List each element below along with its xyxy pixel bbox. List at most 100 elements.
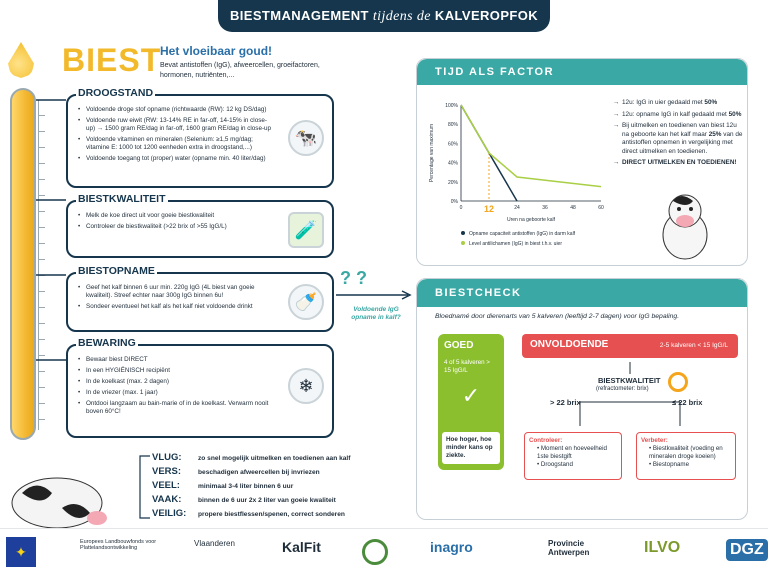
- refractometer-icon: 🧪: [288, 212, 324, 248]
- list-item: • Moment en hoeveelheid 1ste biestgift: [537, 445, 607, 460]
- page-title: BIESTMANAGEMENT tijdens de KALVEROPFOK: [218, 0, 550, 32]
- cow-feeding-icon: 🐄: [288, 120, 324, 156]
- connector-lines: [36, 99, 66, 361]
- x-tick-label: 0: [460, 205, 463, 211]
- list-item: Ontdooi langzaam au bain-marie of in de …: [78, 400, 272, 416]
- logo-inagro: inagro: [430, 539, 473, 555]
- biest-heading: BIEST: [62, 42, 162, 78]
- arrow-to-check-icon: [336, 290, 412, 300]
- x-axis-label: Uren na geboorte kalf: [507, 217, 556, 223]
- list-item: Bewaar biest DIRECT: [78, 356, 272, 364]
- controleer-box: Controleer: • Moment en hoeveelheid 1ste…: [524, 432, 622, 480]
- onvoldoende-box: ONVOLDOENDE 2-5 kalveren < 15 IgG/L: [522, 334, 738, 358]
- y-axis-label: Percentage van maximum: [429, 124, 435, 182]
- onvoldoende-title: ONVOLDOENDE: [530, 339, 609, 350]
- rule-key: VEILIG:: [152, 508, 187, 519]
- rule-key: VEEL:: [152, 480, 180, 491]
- low-brix-label: ≤ 22 brix: [672, 398, 703, 407]
- biestkwaliteit-sub: (refractometer: brix): [596, 386, 649, 392]
- x-tick-label: 48: [570, 205, 576, 211]
- checkmark-icon: ✓: [461, 383, 481, 408]
- check-flow-lines: [579, 362, 681, 426]
- logo-dgz: DGZ: [726, 539, 768, 561]
- logo-ilvo: ILVO: [644, 539, 681, 556]
- list-item: Voldoende droge stof opname (richtwaarde…: [78, 106, 272, 114]
- title-mid: tijdens de: [372, 9, 431, 24]
- list-item: In een HYGIËNISCH recipiënt: [78, 367, 272, 375]
- legend-label: Level antilichamen (IgG) in biest t.h.v.…: [469, 241, 562, 247]
- rule-value: binnen de 6 uur 2x 2 liter van goeie kwa…: [198, 497, 336, 504]
- tijd-note: →12u: opname IgG in kalf gedaald met 50%: [613, 110, 742, 118]
- list-item: Voldoende vitaminen en mineralen (Seleni…: [78, 136, 272, 152]
- logo-strip: ✦ Europees Landbouwfonds voor Platteland…: [0, 528, 768, 576]
- high-brix-label: > 22 brix: [550, 398, 581, 407]
- tijd-note: →12u: IgG in uier gedaald met 50%: [613, 99, 718, 106]
- biest-description: Bevat antistoffen (IgG), afweercellen, g…: [160, 62, 320, 79]
- list-item: • Droogstand: [537, 461, 573, 468]
- y-tick-label: 40%: [448, 161, 459, 167]
- rule-veilig: VEILIG: propere biestflessen/spenen, corr…: [152, 508, 345, 519]
- feeding-bottle-icon: 🍼: [288, 284, 324, 320]
- goed-title: GOED: [444, 340, 474, 351]
- section-title: BIESTKWALITEIT: [76, 193, 168, 205]
- section-biestkwaliteit: BIESTKWALITEIT Melk de koe direct uit vo…: [66, 193, 334, 258]
- section-bewaring: BEWARING Bewaar biest DIRECT In een HYGI…: [66, 337, 334, 438]
- rule-key: VAAK:: [152, 494, 182, 505]
- rule-value: propere biestflessen/spenen, correct son…: [198, 511, 345, 518]
- list-item: In de koelkast (max. 2 dagen): [78, 378, 272, 386]
- question-marks-icon: ? ?: [340, 268, 367, 288]
- title-main: BIESTMANAGEMENT: [229, 8, 369, 23]
- panel-title: TIJD ALS FACTOR: [417, 59, 747, 85]
- rules-bracket: [139, 455, 150, 519]
- x-tick-label: 36: [542, 205, 548, 211]
- y-tick-label: 80%: [448, 122, 459, 128]
- onvoldoende-text: 2-5 kalveren < 15 IgG/L: [659, 342, 728, 349]
- rule-vers: VERS:beschadigen afweercellen bij invrie…: [152, 466, 320, 477]
- goed-bottom: Hoe hoger, hoe minder kans op ziekte.: [442, 432, 500, 464]
- controleer-title: Controleer:: [529, 437, 563, 444]
- goed-box: GOED 4 of 5 kalveren > 15 IgG/L ✓ Hoe ho…: [438, 334, 504, 470]
- tijd-note: →Bij uitmelken en toedienen van biest 12…: [613, 122, 743, 155]
- rule-veel: VEEL:minimaal 3-4 liter binnen 6 uur: [152, 480, 293, 491]
- list-item: Sondeer eventueel het kalf als het kalf …: [78, 303, 272, 311]
- series-line-1: [460, 104, 602, 188]
- section-title: BIESTOPNAME: [76, 265, 157, 277]
- magnifier-icon: [668, 372, 688, 392]
- snowflake-icon: ❄: [288, 368, 324, 404]
- section-biestopname: BIESTOPNAME Geef het kalf binnen 6 uur m…: [66, 265, 334, 332]
- logo-provincie-antwerpen: Provincie Antwerpen: [548, 539, 590, 557]
- colostrum-tube-icon: [10, 88, 36, 440]
- legend-label: Opname capaciteit antistoffen (IgG) in d…: [469, 231, 576, 237]
- rule-vaak: VAAK: binnen de 6 uur 2x 2 liter van goei…: [152, 494, 336, 505]
- section-droogstand: DROOGSTAND Voldoende droge stof opname (…: [66, 87, 334, 188]
- rule-value: zo snel mogelijk uitmelken en toedienen …: [198, 455, 351, 462]
- panel-title: BIESTCHECK: [417, 279, 747, 307]
- list-item: Geef het kalf binnen 6 uur min. 220g IgG…: [78, 284, 272, 300]
- cow-mascot-icon: [11, 477, 107, 528]
- list-item: • Biestkwaliteit (voeding en mineralen d…: [649, 445, 723, 460]
- question-note: Voldoende IgG opname in kalf?: [351, 306, 401, 321]
- logo-kalfit: KalFit: [282, 539, 321, 555]
- section-title: DROOGSTAND: [76, 87, 156, 99]
- rule-value: beschadigen afweercellen bij invriezen: [198, 469, 320, 476]
- x-tick-label: 24: [514, 205, 520, 211]
- logo-vlaanderen: Vlaanderen: [194, 539, 235, 548]
- round-logo-icon: [362, 539, 388, 565]
- y-tick-label: 100%: [445, 103, 458, 109]
- list-item: In de vriezer (max. 1 jaar): [78, 389, 272, 397]
- x-tick-label: 60: [598, 205, 604, 211]
- rule-key: VLUG:: [152, 452, 182, 463]
- verbeter-box: Verbeter: • Biestkwaliteit (voeding en m…: [636, 432, 736, 480]
- biestkwaliteit-label: BIESTKWALITEIT: [598, 376, 661, 385]
- title-end: KALVEROPFOK: [434, 8, 539, 23]
- list-item: Voldoende toegang tot (proper) water (op…: [78, 155, 272, 163]
- list-item: Voldoende ruw eiwit (RW: 13-14% RE in fa…: [78, 117, 272, 133]
- list-item: • Biestopname: [649, 461, 690, 468]
- tijd-notes: →12u: IgG in uier gedaald met 50% →12u: …: [613, 99, 743, 171]
- calf-drinking-icon: [662, 194, 708, 260]
- goed-text: 4 of 5 kalveren > 15 IgG/L: [444, 359, 490, 374]
- check-subtitle: Bloednamé door dierenarts van 5 kalveren…: [435, 313, 680, 320]
- y-tick-label: 20%: [448, 180, 459, 186]
- verbeter-title: Verbeter:: [641, 437, 668, 444]
